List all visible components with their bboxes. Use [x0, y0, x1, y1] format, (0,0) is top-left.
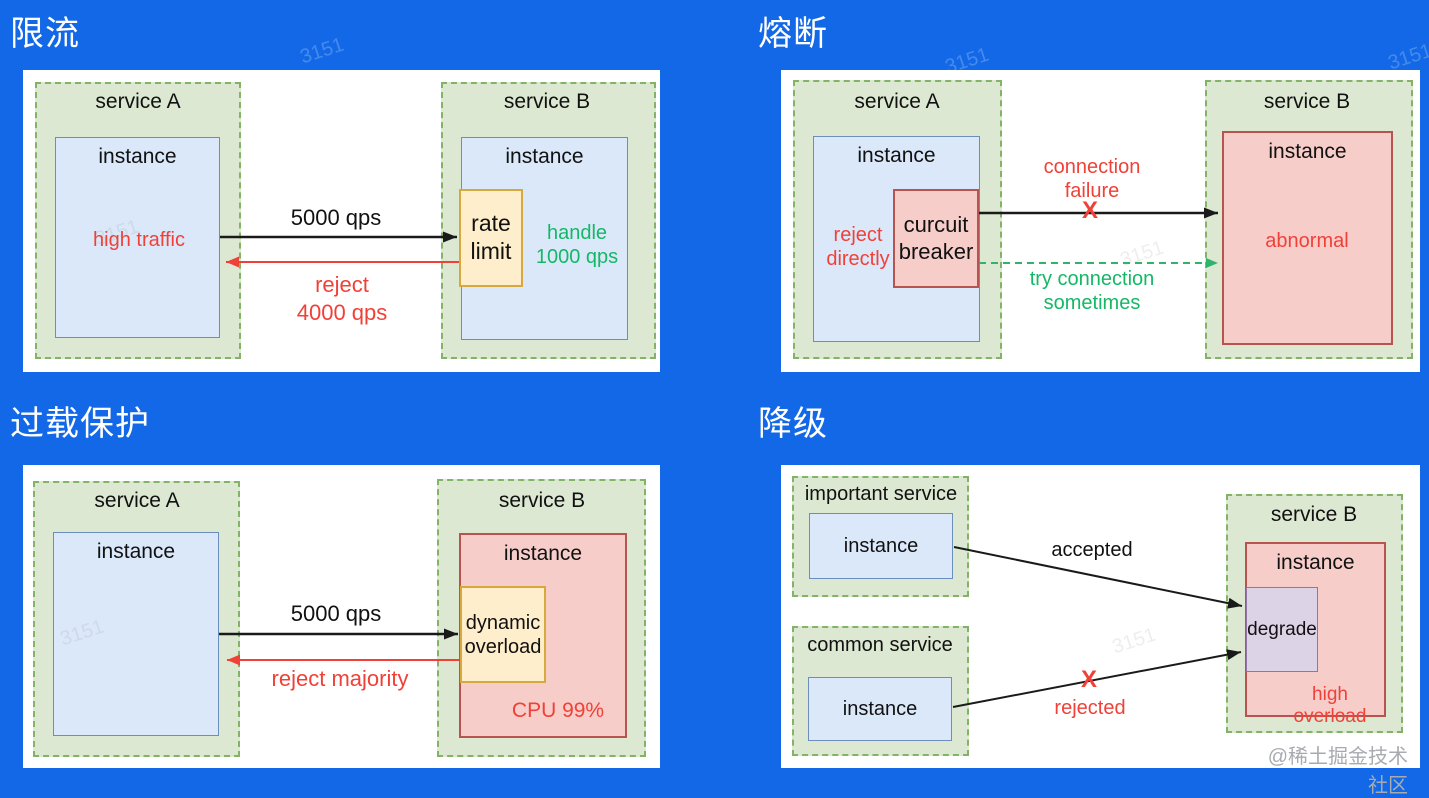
cb-instance-b-label: instance: [1268, 140, 1347, 163]
rl-request-rate-label: 5000 qps: [290, 205, 382, 230]
rl-instance-a-label: instance: [98, 145, 177, 168]
op-cpu-note: CPU 99%: [511, 699, 605, 722]
dg-degrade-box: degrade: [1246, 587, 1318, 672]
rl-reject-label: reject 4000 qps: [296, 272, 388, 325]
op-dynamic-overload-box: dynamic overload: [460, 586, 546, 683]
watermark-fragment: 3151: [297, 33, 347, 69]
section-title-rate-limiting: 限流: [10, 15, 80, 53]
cb-abnormal-note: abnormal: [1265, 230, 1349, 252]
cb-connection-failure-label: connection failure: [1043, 156, 1141, 202]
dg-common-instance-box: instance: [808, 677, 952, 741]
op-instance-a-label: instance: [96, 540, 176, 563]
op-service-a-instance-box: instance: [53, 532, 219, 736]
dg-accepted-label: accepted: [1051, 539, 1133, 561]
rl-service-b-label: service B: [503, 90, 591, 113]
attribution-watermark: @稀土掘金技术社区: [1267, 746, 1408, 797]
dg-high-overload-note: high overload: [1293, 684, 1367, 728]
op-service-b-label: service B: [498, 489, 586, 512]
cb-failure-x-mark: X: [1081, 197, 1099, 224]
section-title-overload-protection: 过载保护: [10, 405, 150, 443]
cb-reject-directly-note: reject directly: [826, 224, 890, 270]
rl-handle-note: handle 1000 qps: [535, 222, 619, 268]
op-service-a-label: service A: [94, 489, 180, 512]
op-request-rate-label: 5000 qps: [290, 601, 382, 626]
dg-important-service-label: important service: [804, 483, 958, 505]
dg-failure-x-mark: X: [1080, 666, 1098, 693]
section-title-degradation: 降级: [758, 405, 828, 443]
rl-instance-b-label: instance: [505, 145, 584, 168]
dg-service-b-label: service B: [1270, 503, 1358, 526]
cb-instance-a-label: instance: [857, 144, 936, 167]
op-instance-b-label: instance: [503, 542, 583, 565]
rl-service-a-label: service A: [95, 90, 181, 113]
section-title-circuit-breaking: 熔断: [758, 15, 828, 53]
cb-service-b-label: service B: [1263, 90, 1351, 113]
dg-common-service-label: common service: [807, 634, 953, 656]
cb-try-connection-label: try connection sometimes: [1029, 268, 1155, 314]
cb-service-a-label: service A: [854, 90, 940, 113]
dg-rejected-label: rejected: [1054, 697, 1126, 719]
cb-circuit-breaker-box: curcuit breaker: [893, 189, 979, 288]
dg-instance-b-label: instance: [1276, 551, 1355, 574]
dg-important-instance-box: instance: [809, 513, 953, 579]
op-reject-majority-label: reject majority: [271, 666, 409, 691]
cb-service-b-instance-box: instance: [1222, 131, 1393, 345]
rl-high-traffic-note: high traffic: [93, 229, 185, 251]
rl-rate-limit-box: rate limit: [459, 189, 523, 287]
rl-service-a-instance-box: instance: [55, 137, 220, 338]
